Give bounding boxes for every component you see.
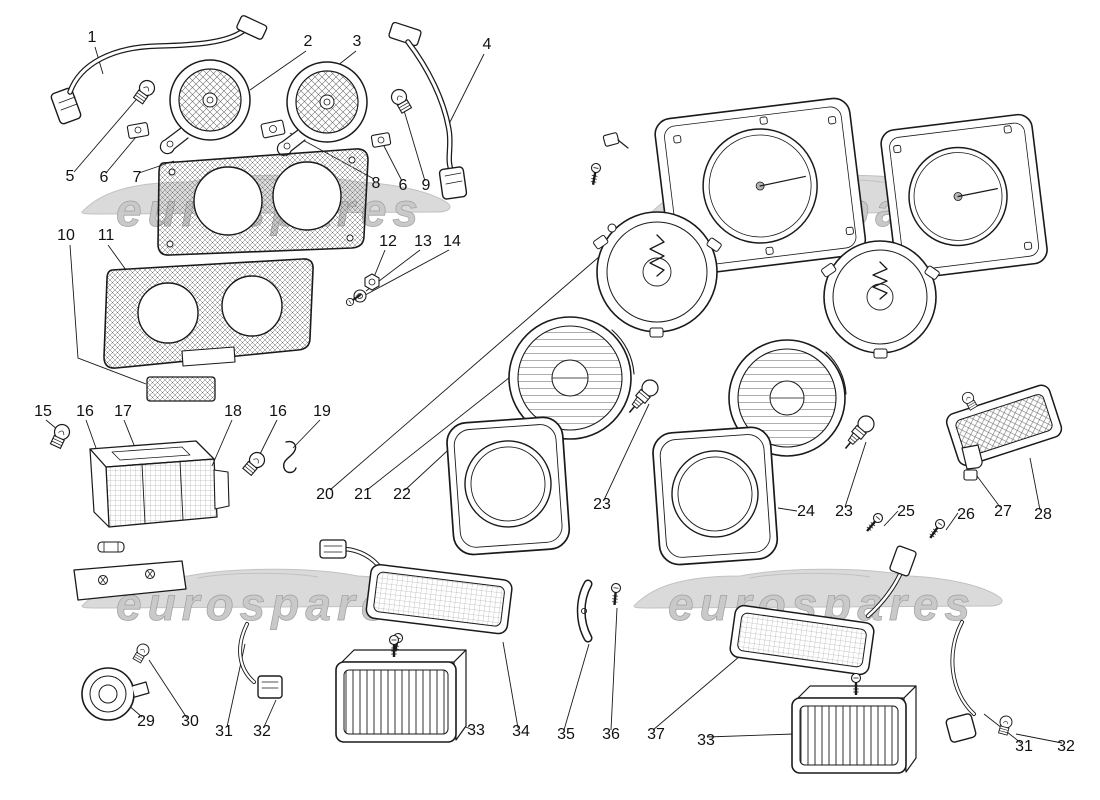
callout-37: 37 <box>647 726 665 743</box>
callout-31: 31 <box>215 723 233 740</box>
callout-23b: 23 <box>835 503 853 520</box>
part-headlamp-frame-7 <box>157 148 369 256</box>
callout-16: 16 <box>76 403 94 420</box>
part-headlight-unit-left <box>508 316 635 440</box>
callout-34: 34 <box>512 723 530 740</box>
callout-2: 2 <box>304 33 313 50</box>
callout-32b: 32 <box>1057 738 1075 755</box>
callout-7: 7 <box>133 169 142 186</box>
part-bulb-30 <box>131 641 152 665</box>
callout-31b: 31 <box>1015 738 1033 755</box>
callout-14: 14 <box>443 233 461 250</box>
part-screw-26 <box>925 516 948 542</box>
callout-12: 12 <box>379 233 397 250</box>
callout-20: 20 <box>316 486 334 503</box>
callout-15: 15 <box>34 403 52 420</box>
part-side-marker-lamp-28 <box>945 384 1063 467</box>
part-nut-12 <box>364 273 380 291</box>
callouts: 1 2 3 4 5 6 7 8 6 9 10 11 12 13 14 15 16… <box>34 29 1075 755</box>
callout-33b: 33 <box>697 732 715 749</box>
part-bulb-23-right <box>838 411 879 455</box>
part-fog-lamp-33-right <box>791 685 917 774</box>
part-indicator-lamp-2 <box>159 59 251 155</box>
part-headlamp-bowl-left <box>593 211 722 338</box>
part-bulb-16 <box>240 448 269 478</box>
callout-21: 21 <box>354 486 372 503</box>
callout-11: 11 <box>98 227 115 244</box>
part-screw-top <box>587 161 603 187</box>
callout-4: 4 <box>483 36 492 53</box>
callout-19: 19 <box>313 403 331 420</box>
part-plate-10 <box>146 376 216 402</box>
callout-3: 3 <box>353 33 362 50</box>
callout-22: 22 <box>393 486 411 503</box>
part-cable-4 <box>388 21 468 200</box>
callout-36: 36 <box>602 726 620 743</box>
callout-32: 32 <box>253 723 271 740</box>
part-headlamp-bowl-right <box>821 240 940 359</box>
part-cable-1 <box>50 15 268 125</box>
part-clamp-19 <box>282 440 297 474</box>
part-headlamp-bezel-left <box>446 416 571 556</box>
part-bulb-15 <box>48 421 73 450</box>
part-bulb-9 <box>388 86 414 115</box>
part-clip-6 <box>126 122 150 139</box>
callout-1: 1 <box>88 29 97 46</box>
part-indicator-lamp-3 <box>276 61 368 157</box>
part-headlight-unit-right <box>728 339 847 457</box>
callout-6: 6 <box>100 169 109 186</box>
part-bulb-32 <box>996 714 1014 737</box>
callout-26: 26 <box>957 506 975 523</box>
callout-29: 29 <box>137 713 155 730</box>
callout-24: 24 <box>797 503 815 520</box>
callout-9: 9 <box>422 177 431 194</box>
part-screw-36 <box>608 581 623 607</box>
part-cable-31-left <box>238 622 283 699</box>
part-bulb-5 <box>131 76 159 106</box>
callout-16b: 16 <box>269 403 287 420</box>
part-clip-top <box>602 132 629 149</box>
part-headlamp-bezel-right <box>652 426 779 566</box>
callout-17: 17 <box>114 403 132 420</box>
callout-23: 23 <box>593 496 611 513</box>
part-bracket-35 <box>576 579 593 643</box>
part-front-lamp-assembly-17 <box>89 440 230 528</box>
part-festoon-bulb <box>97 541 125 553</box>
callout-35: 35 <box>557 726 575 743</box>
callout-10: 10 <box>57 227 75 244</box>
callout-28: 28 <box>1034 506 1052 523</box>
part-screw-25 <box>862 510 886 536</box>
part-turn-signal-34 <box>319 539 513 635</box>
part-lamp-base-plate <box>73 560 187 601</box>
part-bracket-27 <box>961 444 983 481</box>
part-headlamp-support-panel-right <box>880 113 1048 280</box>
part-fog-lamp-33-left <box>335 649 467 743</box>
part-clip-6b <box>370 132 392 148</box>
part-headlamp-frame-11 <box>103 258 314 369</box>
callout-27: 27 <box>994 503 1012 520</box>
part-cable-31-right <box>945 620 977 743</box>
part-clip-8 <box>260 119 286 139</box>
part-headlamp-support-panel-left <box>654 97 867 277</box>
callout-18: 18 <box>224 403 242 420</box>
callout-8: 8 <box>372 175 381 192</box>
callout-33: 33 <box>467 722 485 739</box>
part-horn-29 <box>81 667 150 721</box>
callout-6b: 6 <box>399 177 408 194</box>
part-turn-signal-37 <box>729 545 917 676</box>
callout-25: 25 <box>897 503 915 520</box>
callout-30: 30 <box>181 713 199 730</box>
callout-13: 13 <box>414 233 432 250</box>
callout-5: 5 <box>66 168 75 185</box>
